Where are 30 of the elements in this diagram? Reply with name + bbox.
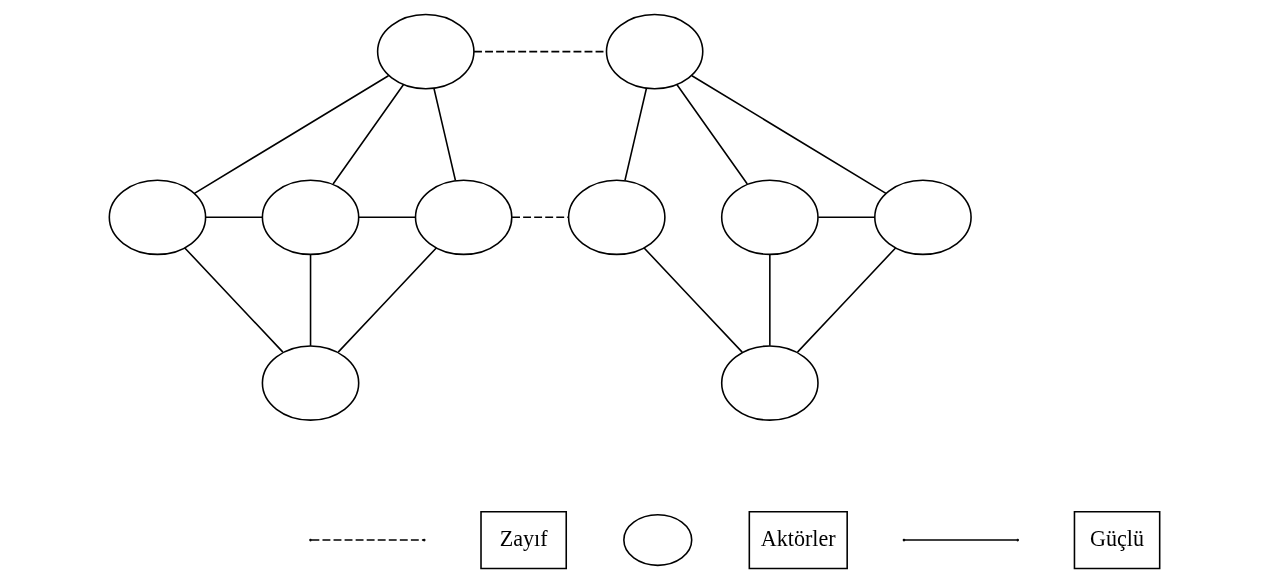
connector <box>796 247 896 353</box>
connector <box>331 83 404 185</box>
node-circle <box>622 514 692 567</box>
node-circle <box>261 179 359 256</box>
connector <box>193 74 389 195</box>
connector <box>432 87 456 182</box>
connector <box>817 216 875 219</box>
connector <box>183 247 284 353</box>
connector <box>675 83 748 185</box>
connector <box>309 253 311 347</box>
node-circle <box>720 179 819 256</box>
node-circle <box>414 179 513 256</box>
node-circle <box>605 13 704 90</box>
connector <box>204 216 263 219</box>
connector <box>357 216 416 219</box>
connector <box>336 247 437 353</box>
legend-label: Güçlü <box>1089 525 1144 551</box>
node-circle <box>873 179 972 256</box>
connector <box>510 216 569 219</box>
connector <box>690 74 887 195</box>
node-circle <box>720 345 819 421</box>
legend-label: Zayıf <box>499 525 548 551</box>
connector <box>623 87 647 182</box>
connector <box>768 253 771 347</box>
connector <box>642 247 743 353</box>
node-circle <box>567 179 666 256</box>
node-circle <box>376 13 475 90</box>
node-circle <box>108 179 206 256</box>
legend-label: Aktörler <box>760 525 836 551</box>
node-circle <box>261 345 359 421</box>
